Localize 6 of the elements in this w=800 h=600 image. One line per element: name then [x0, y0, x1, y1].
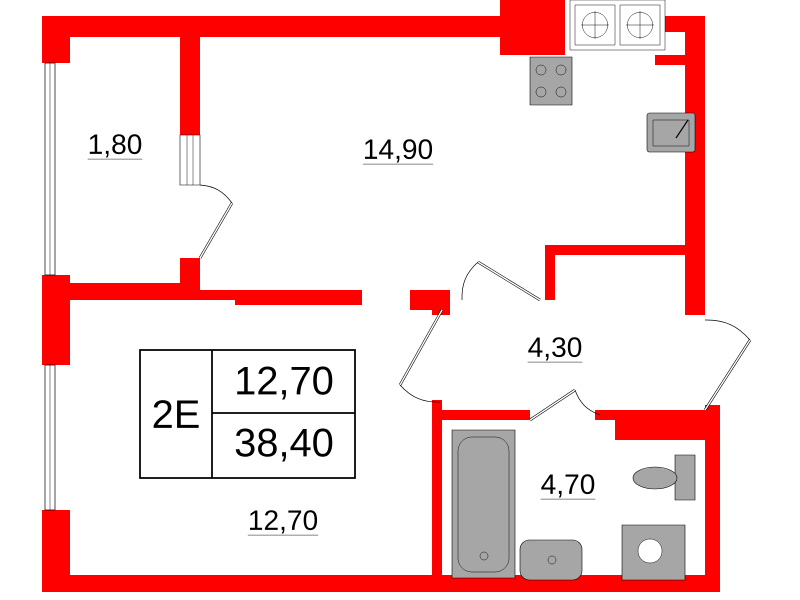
room-area: 1,80	[87, 134, 143, 160]
room-area: 12,70	[248, 510, 318, 536]
room-area: 4,70	[540, 474, 596, 500]
room-area: 14,90	[362, 139, 434, 164]
area-table: 2E 12,70 38,40	[139, 349, 356, 479]
room-area: 4,30	[527, 337, 583, 362]
